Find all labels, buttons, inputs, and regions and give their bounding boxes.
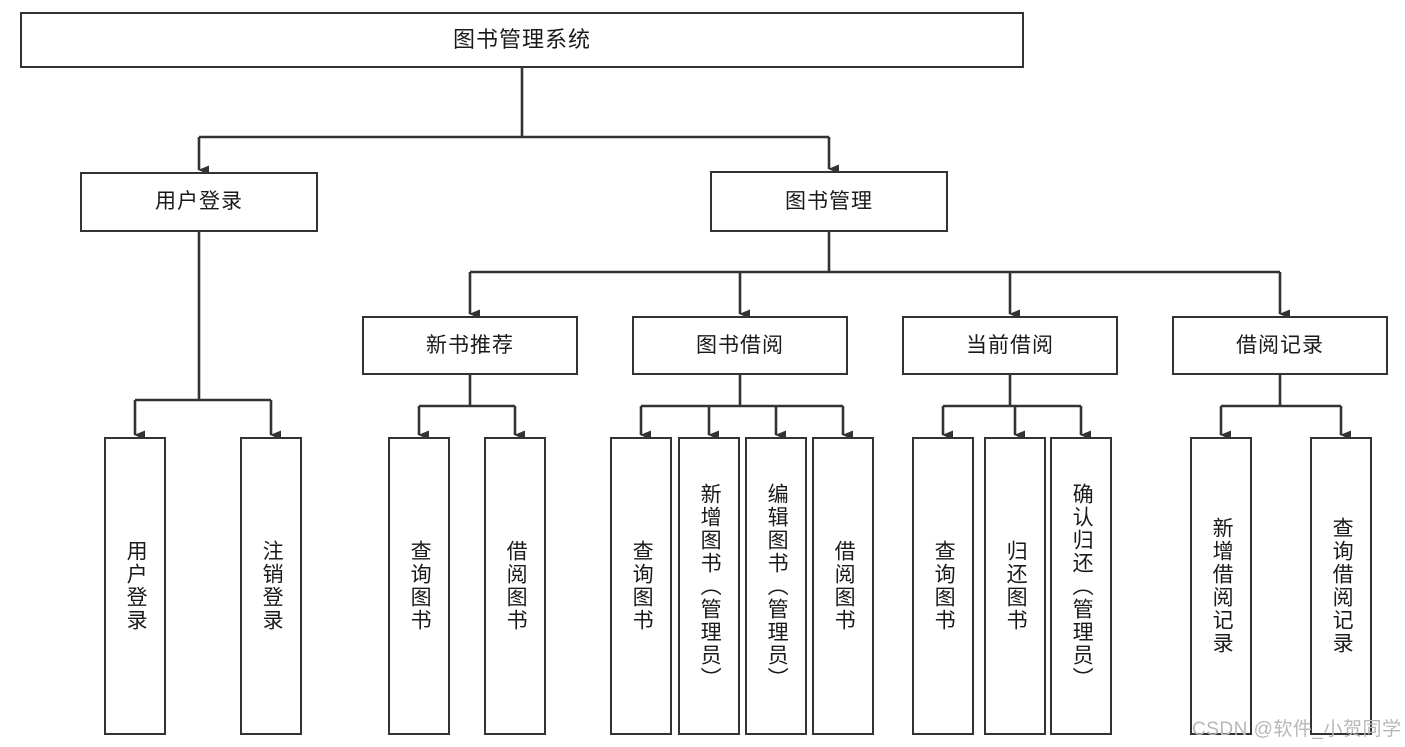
node-leaf-confirm-return-admin[interactable]: 确认归还（管理员） [1050,437,1112,735]
node-current-borrow[interactable]: 当前借阅 [902,316,1118,375]
node-leaf-query-book-current[interactable]: 查询图书 [912,437,974,735]
node-label: 图书管理系统 [452,26,591,52]
node-leaf-user-logout[interactable]: 注销登录 [240,437,302,735]
node-label: 借阅图书 [504,540,528,632]
node-leaf-borrow-book[interactable]: 借阅图书 [812,437,874,735]
node-label: 图书借阅 [696,333,784,357]
node-label: 编辑图书（管理员） [765,482,789,690]
node-label: 用户登录 [124,540,148,632]
node-borrow-record[interactable]: 借阅记录 [1172,316,1388,375]
node-label: 新增借阅记录 [1210,517,1234,655]
node-leaf-add-borrow-record[interactable]: 新增借阅记录 [1190,437,1252,735]
node-book-borrow[interactable]: 图书借阅 [632,316,848,375]
node-new-book-recommend[interactable]: 新书推荐 [362,316,578,375]
node-leaf-query-book-borrow[interactable]: 查询图书 [610,437,672,735]
node-leaf-edit-book-admin[interactable]: 编辑图书（管理员） [745,437,807,735]
node-leaf-query-book-recommend[interactable]: 查询图书 [388,437,450,735]
node-user-login[interactable]: 用户登录 [80,172,318,232]
node-leaf-query-borrow-record[interactable]: 查询借阅记录 [1310,437,1372,735]
node-label: 新增图书（管理员） [698,482,722,690]
node-root-book-management-system[interactable]: 图书管理系统 [20,12,1024,68]
node-leaf-borrow-book-recommend[interactable]: 借阅图书 [484,437,546,735]
node-label: 确认归还（管理员） [1070,482,1094,690]
node-label: 新书推荐 [426,333,514,357]
node-label: 用户登录 [155,190,243,214]
node-label: 图书管理 [785,189,873,213]
node-label: 查询图书 [932,540,956,632]
node-label: 查询借阅记录 [1330,517,1354,655]
node-book-management[interactable]: 图书管理 [710,171,948,232]
node-label: 查询图书 [408,540,432,632]
node-label: 借阅记录 [1236,333,1324,357]
node-leaf-return-book[interactable]: 归还图书 [984,437,1046,735]
node-leaf-add-book-admin[interactable]: 新增图书（管理员） [678,437,740,735]
watermark-text: CSDN @软件_小贺同学 [1192,719,1402,740]
node-label: 借阅图书 [832,540,856,632]
node-label: 当前借阅 [966,333,1054,357]
node-label: 注销登录 [260,540,284,632]
node-leaf-user-login[interactable]: 用户登录 [104,437,166,735]
node-label: 归还图书 [1004,540,1028,632]
node-label: 查询图书 [630,540,654,632]
